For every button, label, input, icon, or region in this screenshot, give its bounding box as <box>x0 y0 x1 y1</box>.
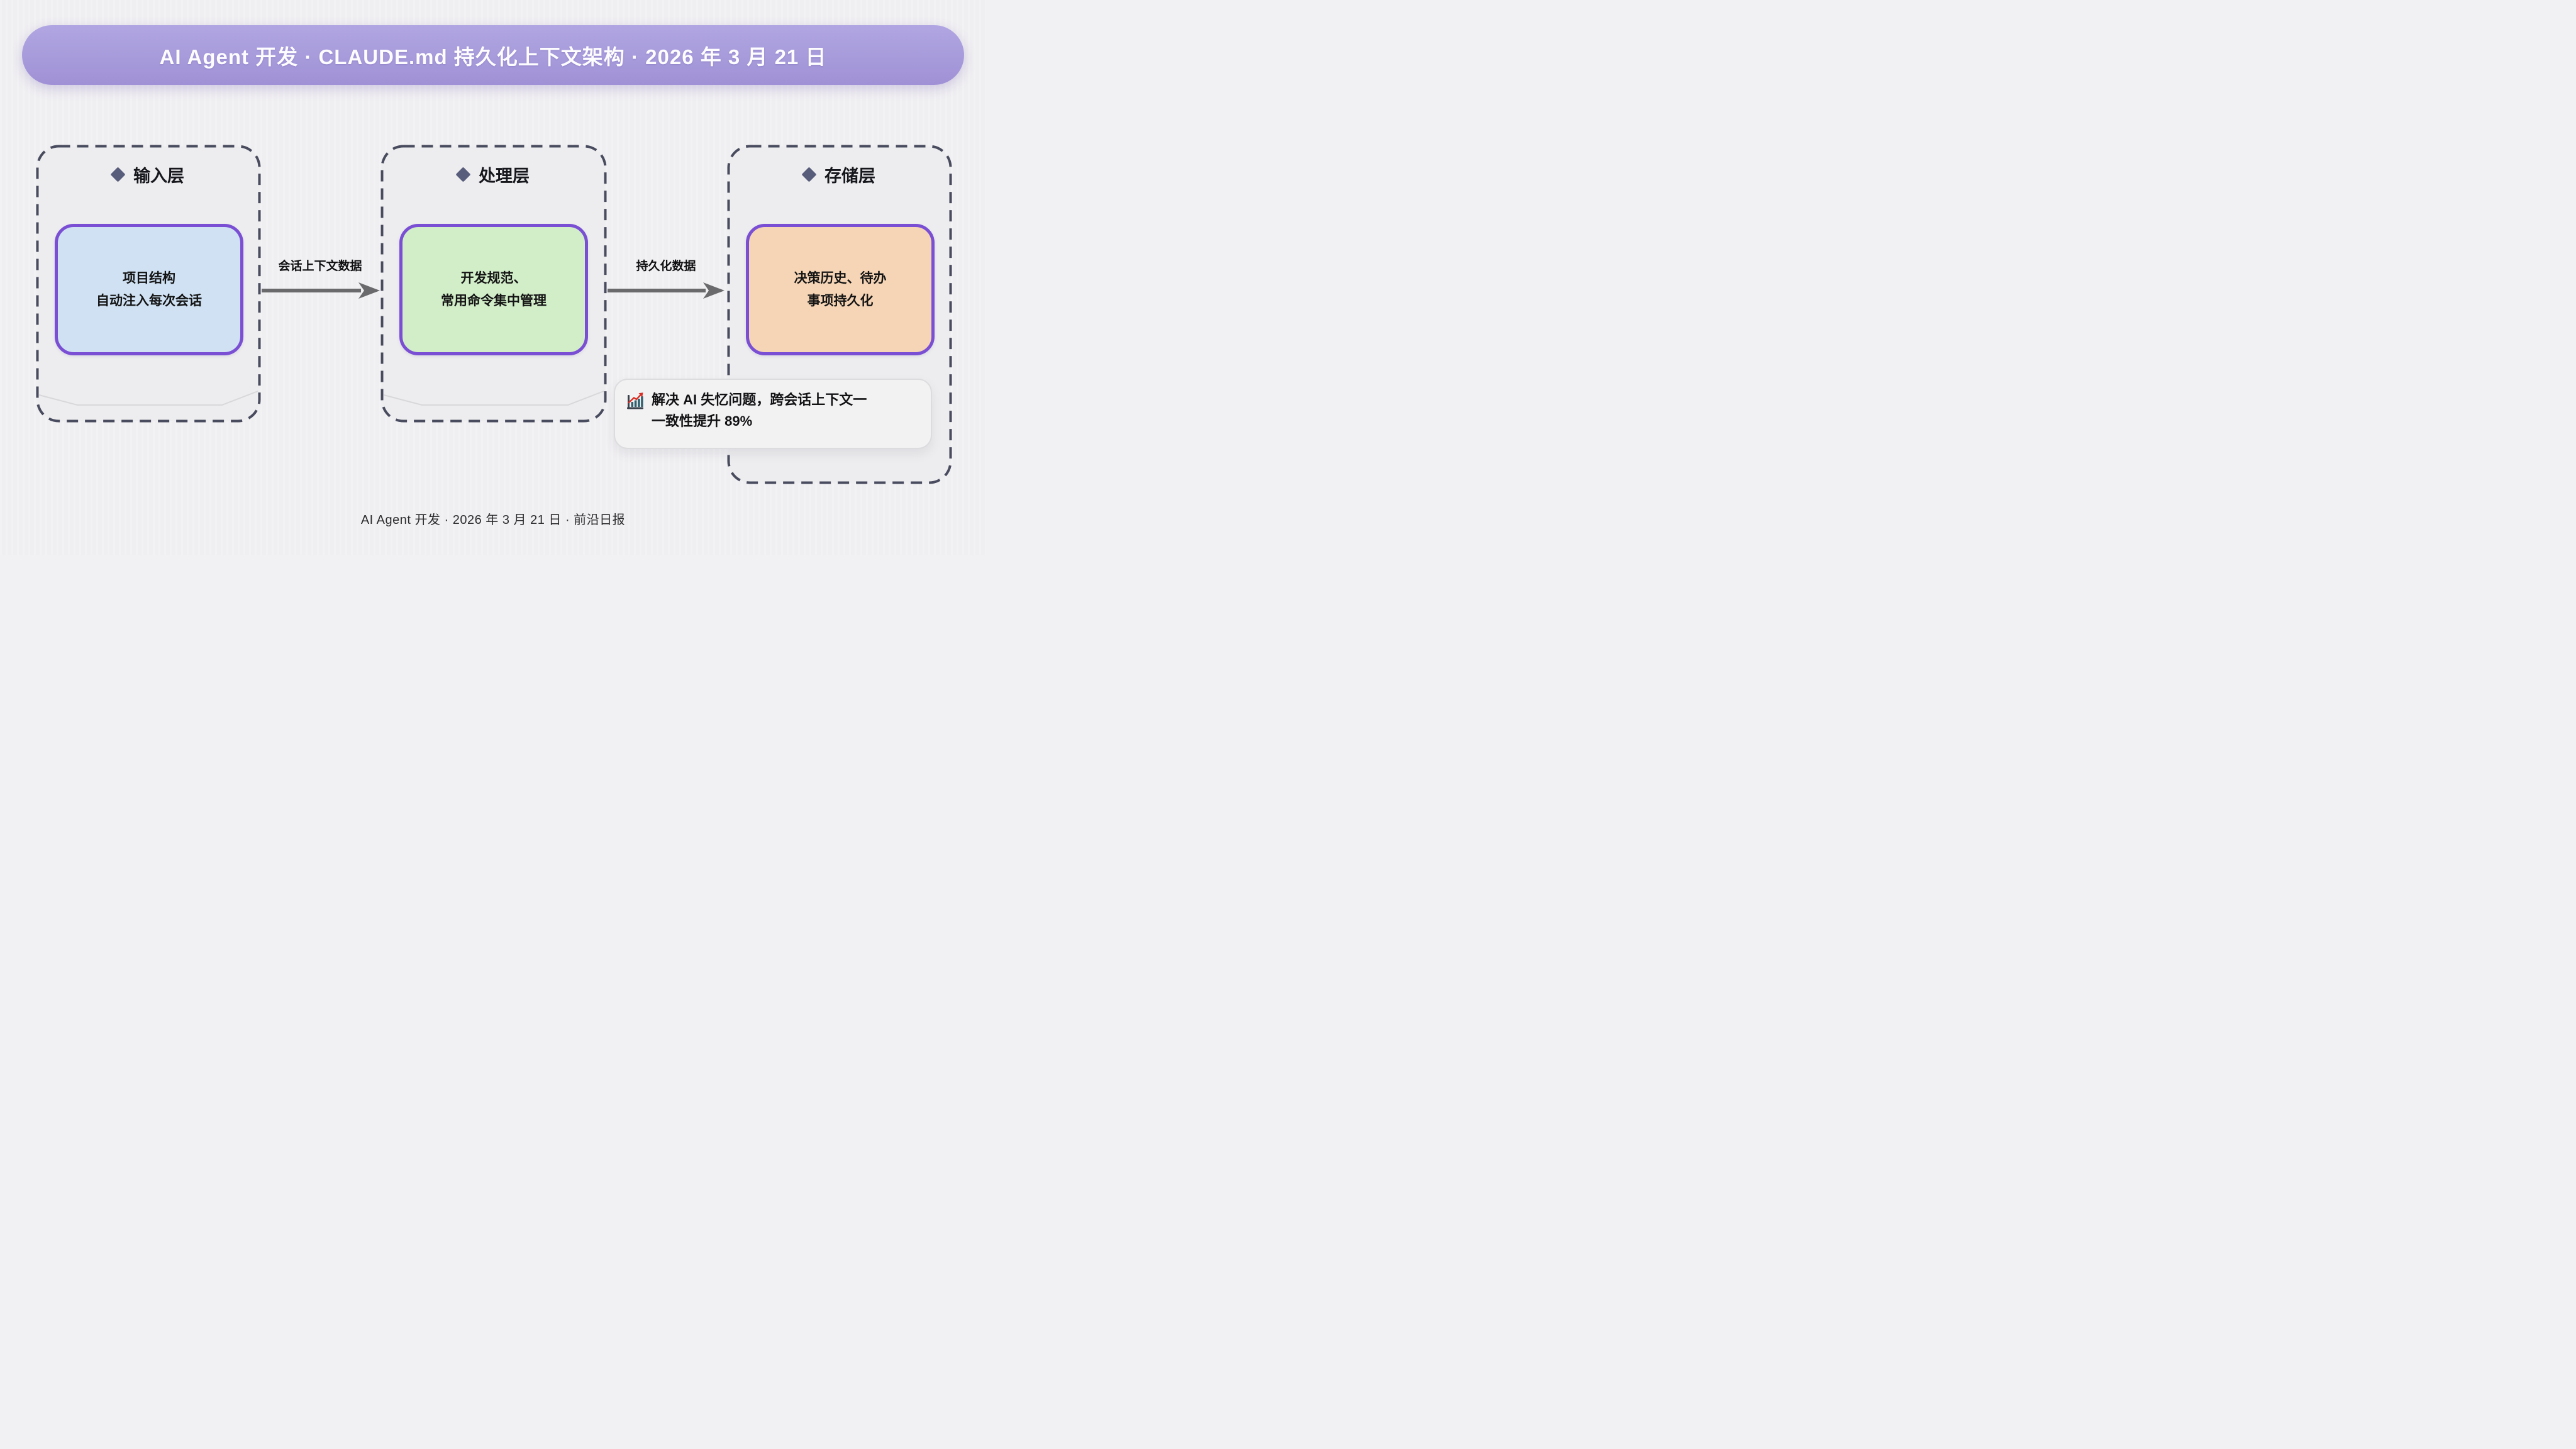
arrow-right-icon <box>262 282 380 299</box>
layer-title-storage: 存储层 <box>727 162 952 187</box>
node-text-line: 事项持久化 <box>807 293 874 308</box>
stat-note-box: 解决 AI 失忆问题，跨会话上下文一 一致性提升 89% <box>614 379 932 449</box>
node-project-structure: 项目结构 自动注入每次会话 <box>55 224 243 355</box>
node-text-line: 项目结构 <box>123 270 175 286</box>
node-decision-history: 决策历史、待办 事项持久化 <box>746 224 935 355</box>
diamond-icon <box>801 167 817 182</box>
crease-line <box>383 391 604 406</box>
chart-increasing-icon <box>627 392 643 409</box>
layer-container-processing: 处理层 开发规范、 常用命令集中管理 <box>380 145 607 423</box>
stat-note-line: 解决 AI 失忆问题，跨会话上下文一 <box>652 392 867 408</box>
node-text-line: 决策历史、待办 <box>794 270 887 286</box>
diamond-icon <box>110 167 126 182</box>
layer-title-label: 处理层 <box>479 167 530 186</box>
node-text-line: 自动注入每次会话 <box>96 293 202 308</box>
layer-title-label: 输入层 <box>133 167 184 186</box>
header-banner: AI Agent 开发 · CLAUDE.md 持久化上下文架构 · 2026 … <box>22 25 964 85</box>
node-text-line: 常用命令集中管理 <box>441 293 547 308</box>
node-text-line: 开发规范、 <box>460 270 527 286</box>
arrow-label-persisted-data: 持久化数据 <box>636 260 696 273</box>
layer-container-input: 输入层 项目结构 自动注入每次会话 <box>36 145 261 423</box>
arrow-label-session-context: 会话上下文数据 <box>278 260 362 273</box>
diamond-icon <box>455 167 471 182</box>
infographic-canvas: AI Agent 开发 · CLAUDE.md 持久化上下文架构 · 2026 … <box>0 0 986 555</box>
stat-note-line: 一致性提升 89% <box>652 413 753 430</box>
node-dev-standards: 开发规范、 常用命令集中管理 <box>399 224 588 355</box>
layer-title-input: 输入层 <box>36 162 261 187</box>
layer-title-processing: 处理层 <box>380 162 607 187</box>
layer-title-label: 存储层 <box>824 167 875 186</box>
footer-caption: AI Agent 开发 · 2026 年 3 月 21 日 · 前沿日报 <box>360 513 626 527</box>
stat-note-text: 解决 AI 失忆问题，跨会话上下文一 一致性提升 89% <box>652 389 867 432</box>
arrow-right-icon <box>608 282 724 299</box>
crease-line <box>38 391 258 406</box>
page-title: AI Agent 开发 · CLAUDE.md 持久化上下文架构 · 2026 … <box>159 45 827 69</box>
